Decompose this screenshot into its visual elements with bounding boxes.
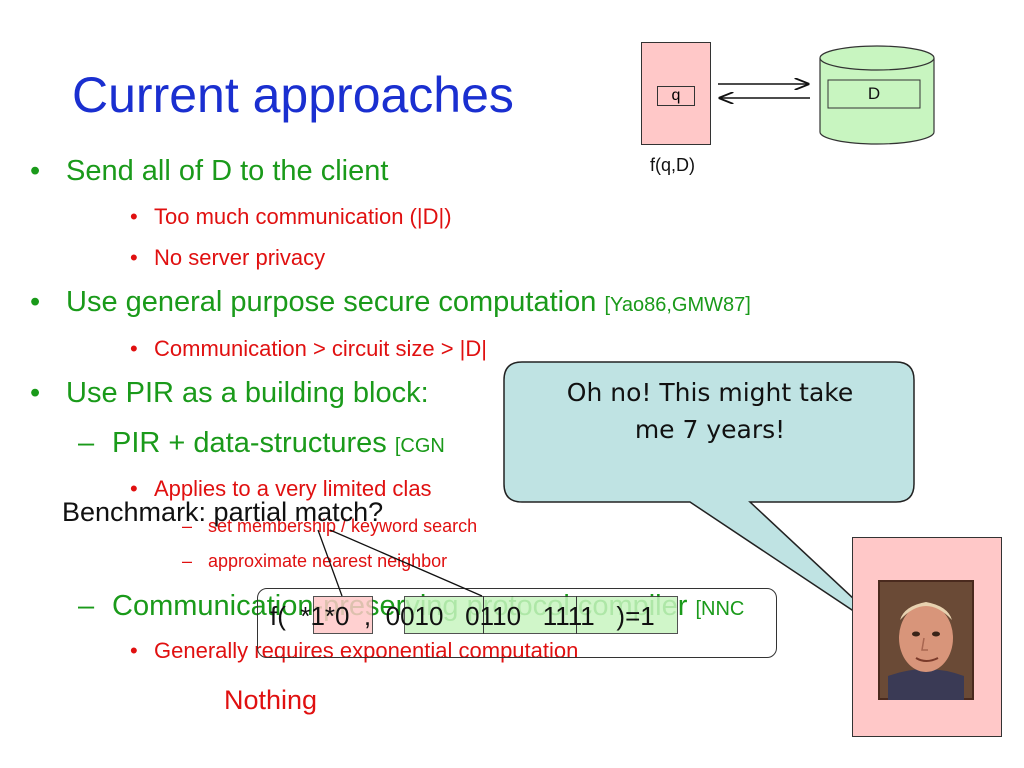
bullet-1-1: •Too much communication (|D|) xyxy=(130,204,452,229)
data-rect xyxy=(827,79,921,109)
bullet-1: •Send all of D to the client xyxy=(30,155,389,187)
speech-bubble xyxy=(503,361,915,643)
benchmark-expression: f( *1*0 , 0010 0110 1111 )=1 xyxy=(270,601,655,631)
bullet-glyph: • xyxy=(130,245,138,270)
bullet-glyph: • xyxy=(130,336,138,361)
benchmark-title: Benchmark: partial match? xyxy=(62,497,384,527)
query-cell xyxy=(313,596,373,634)
bullet-3: •Use PIR as a building block: xyxy=(30,377,429,409)
bullet-2-1: •Communication > circuit size > |D| xyxy=(130,336,487,361)
bubble-text: Oh no! This might take me 7 years! xyxy=(566,378,854,444)
bullet-glyph: • xyxy=(30,155,41,187)
bullet-glyph: • xyxy=(30,286,41,318)
expression-box xyxy=(257,588,777,658)
query-box: q xyxy=(657,86,695,106)
bullet-glyph: • xyxy=(30,377,41,409)
bullet-3-2-1: •Generally requires exponential computat… xyxy=(130,638,579,663)
bullet-glyph: • xyxy=(130,638,138,663)
dash-glyph: – xyxy=(78,590,95,622)
person-photo xyxy=(878,580,974,700)
dash-glyph: – xyxy=(182,516,193,536)
bullet-3-1: –PIR + data-structures [CGN xyxy=(78,427,445,459)
bullet-2: •Use general purpose secure computation … xyxy=(30,286,751,318)
server-cylinder-top xyxy=(819,45,935,71)
bullet-3-1-1-b: –approximate nearest neighbor xyxy=(182,551,448,571)
dash-glyph: – xyxy=(182,551,193,571)
bullet-glyph: • xyxy=(130,476,138,501)
result-label: f(q,D) xyxy=(650,155,695,175)
bullet-glyph: • xyxy=(130,204,138,229)
server-label: D xyxy=(867,84,881,103)
data-cell-3 xyxy=(576,596,678,634)
slide-title: Current approaches xyxy=(72,67,514,123)
nothing-label: Nothing xyxy=(224,685,318,715)
diagram-graphics xyxy=(718,45,935,145)
bullet-1-2: •No server privacy xyxy=(130,245,326,270)
dash-glyph: – xyxy=(78,427,95,459)
bullet-3-1-1: •Applies to a very limited clas xyxy=(130,476,432,501)
data-cell-1 xyxy=(404,596,484,634)
